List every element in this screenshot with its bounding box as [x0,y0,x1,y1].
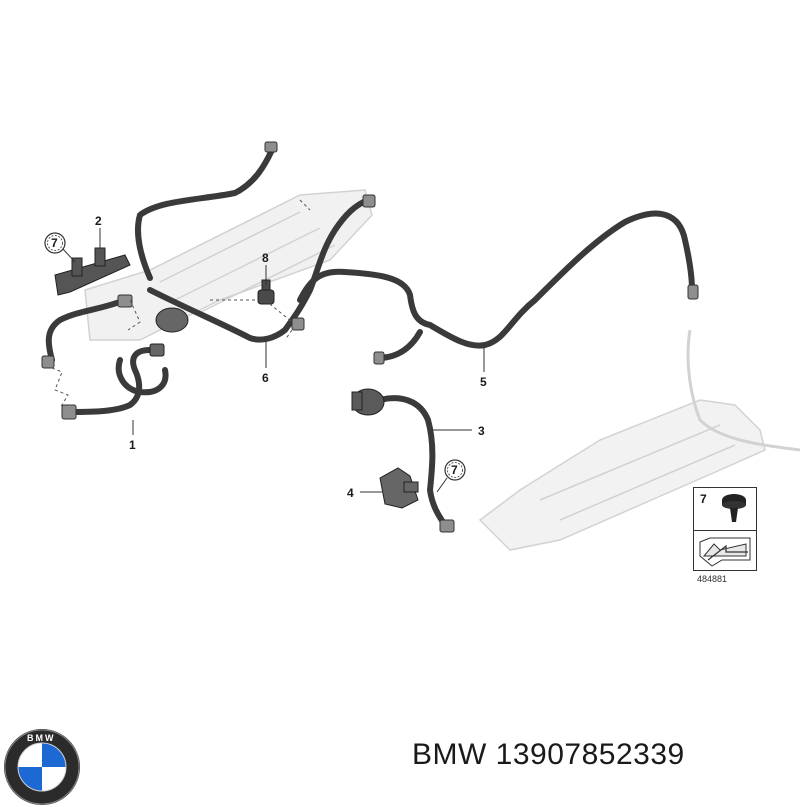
valve-component [149,307,189,357]
part-4-bracket [379,467,419,509]
bmw-logo: BMW [4,729,80,805]
callout-7a-label: 7 [51,236,58,250]
part-caption: BMW 13907852339 [412,738,685,772]
part-2-bracket [54,247,131,296]
callout-8: 8 [262,251,269,265]
callout-1: 1 [129,438,136,452]
hose-1c [115,357,169,396]
hose-1b [45,297,128,363]
callout-7b-label: 7 [451,463,458,477]
hose-1a [67,347,153,415]
hose-5 [297,210,695,349]
circled-callout-7a: 7 [44,232,66,254]
callout-4: 4 [347,486,354,500]
hose-top [135,147,275,281]
bmw-logo-letters: BMW [27,733,56,743]
legend-number: 7 [700,492,707,506]
legend-box: 7 [693,487,757,571]
diagram-id: 484881 [697,574,728,584]
part-3-valve [351,388,385,416]
callout-6: 6 [262,371,269,385]
caption-part-number: 13907852339 [495,738,685,771]
caption-brand: BMW [412,738,487,771]
fittings [41,141,699,533]
callout-2: 2 [95,214,102,228]
parts-diagram: 7 7 2 1 8 6 5 3 4 [41,141,800,551]
leader-lines [61,228,485,493]
plug-cap-icon [722,494,746,522]
legend-divider [694,530,756,531]
callout-3: 3 [478,424,485,438]
ghost-exhaust-assembly [478,329,800,551]
arrow-icon [699,537,751,567]
circled-callout-7b: 7 [444,459,466,481]
callout-5: 5 [480,375,487,389]
hose-3 [377,395,448,528]
dashed-leaders [51,199,311,409]
